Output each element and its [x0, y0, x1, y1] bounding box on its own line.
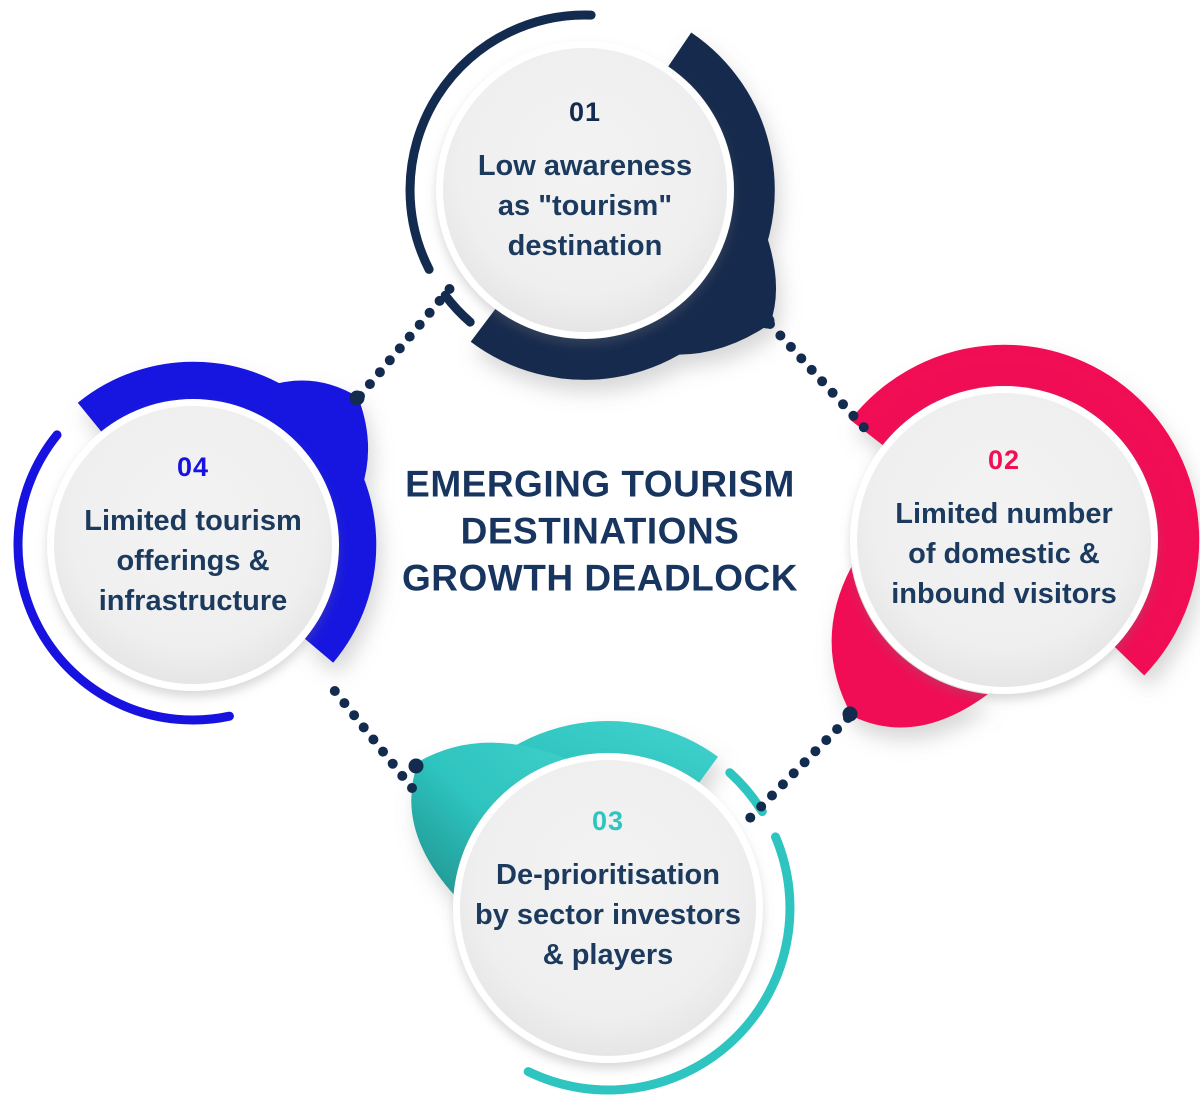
node-03-bubble-ring	[411, 721, 718, 898]
node-04-tail-tip-dot	[349, 390, 365, 406]
node-04-circle	[54, 406, 332, 684]
node-04-bubble-ring	[77, 361, 377, 663]
node-04-thin-arc	[13, 430, 234, 725]
node-03-tail	[411, 742, 572, 898]
node-03-circle	[460, 760, 756, 1056]
connector-01-02	[765, 319, 869, 433]
dotted-connectors	[329, 284, 869, 823]
node-01-thin-arc	[405, 10, 596, 274]
connector-04-01	[355, 284, 455, 401]
node-02-tail-tip-dot	[842, 706, 858, 722]
node-01-thin-arc	[440, 290, 475, 327]
node-03-tail-tip-dot	[408, 758, 424, 774]
node-02-tail	[831, 566, 988, 728]
node-04-tail	[233, 380, 369, 530]
node-01-bubble-ring	[470, 32, 777, 380]
node-01-tail-tip-dot	[759, 313, 775, 329]
connector-03-04	[329, 686, 417, 793]
node-03-thin-arc	[523, 832, 795, 1095]
node-02-circle	[857, 393, 1151, 687]
node-01-tail	[611, 168, 777, 355]
node-02-thin-arc	[867, 352, 1192, 650]
node-02-bubble-ring	[831, 344, 1200, 728]
node-01-circle	[443, 48, 727, 332]
connector-02-03	[745, 713, 853, 823]
